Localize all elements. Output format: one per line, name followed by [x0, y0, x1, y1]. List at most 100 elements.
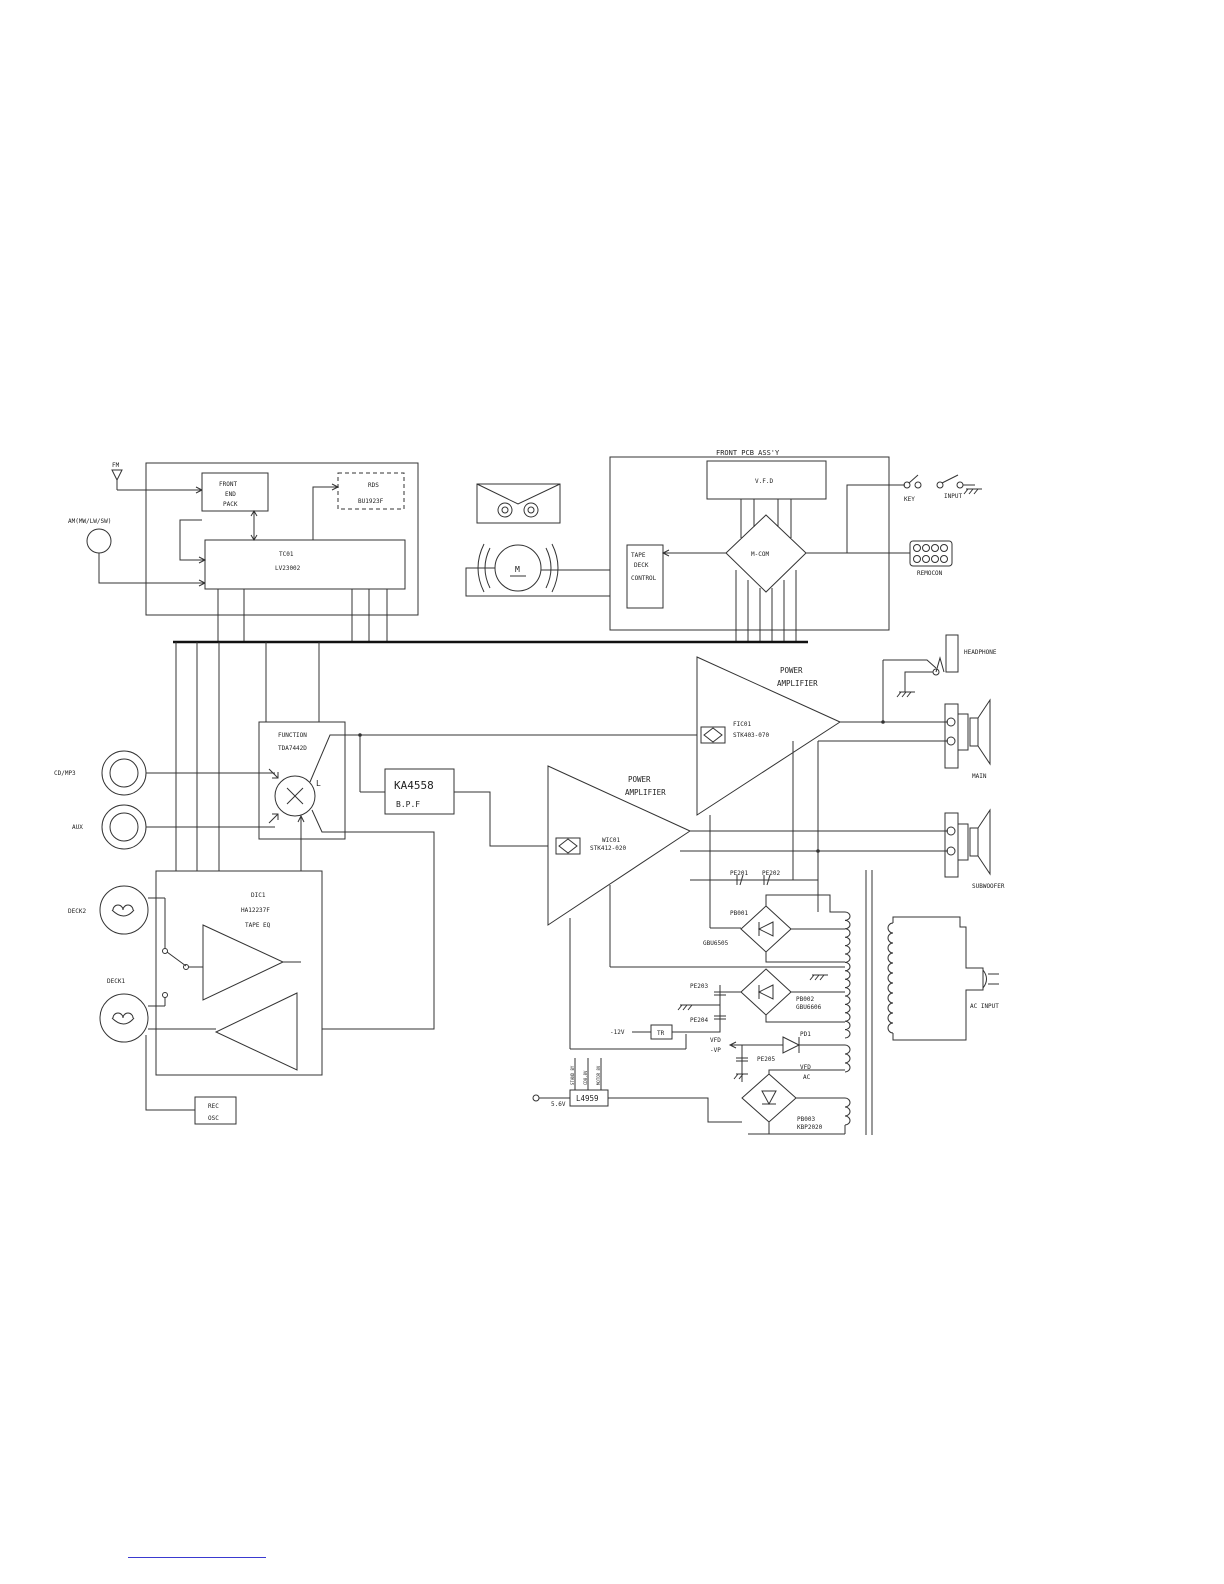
l4959-label: L4959 — [576, 1094, 599, 1103]
sub-amp-amplifier-label: AMPLIFIER — [625, 788, 666, 797]
subwoofer-label: SUBWOOFER — [972, 883, 1005, 890]
mixer-output-l-label: L — [316, 779, 321, 788]
remocon-label: REMOCON — [917, 570, 943, 577]
tuner-board — [145, 462, 419, 616]
tape-deck-control-block — [626, 544, 664, 609]
tape-eq-section: DIC1 HA12237F TAPE EQ — [155, 870, 323, 1076]
pb001-bridge-rectifier-icon — [740, 905, 792, 953]
main-power-amp-triangle — [696, 656, 842, 816]
power-supply-section: PE201 PE202 PB001 GBU6505 PB002 GBU6606 … — [532, 741, 999, 1135]
pb002-bridge-rectifier-icon — [740, 968, 792, 1016]
front-pcb-label: FRONT PCB ASS'Y — [716, 449, 780, 457]
l4959-standby-pin-label: STAND BY — [570, 1065, 575, 1085]
micom-label: M-COM — [751, 551, 769, 558]
vfd-ac-label-2: AC — [803, 1074, 811, 1081]
vfd-ac-label-1: VFD — [800, 1064, 811, 1071]
pb001-chip-label: GBU6505 — [703, 940, 729, 947]
am-label: AM(MW/LW/SW) — [68, 518, 111, 525]
deck1-label: DECK1 — [107, 978, 125, 985]
transformer-secondary-coils-icon — [748, 911, 851, 1135]
headphone-jack-icon — [932, 634, 959, 676]
main-power-amplifier: POWER AMPLIFIER FIC01 STK403-070 — [696, 656, 842, 816]
function-chip-label: TDA7442D — [278, 745, 307, 752]
ac-input-plug-icon — [975, 967, 999, 991]
headphone-label: HEADPHONE — [964, 649, 997, 656]
tr-label: TR — [657, 1030, 665, 1037]
ac-input-label: AC INPUT — [970, 1003, 999, 1010]
l4959-cd-pin-label: CD8.8V — [583, 1070, 588, 1085]
ka4558-bpf-block — [384, 768, 455, 815]
tape-deck-label-1: TAPE — [631, 552, 646, 559]
am-loop-antenna-icon — [86, 528, 112, 554]
tuner-section: FM AM(MW/LW/SW) FRONT END PACK RDS BU192… — [68, 462, 419, 641]
front-pcb-section: FRONT PCB ASS'Y V.F.D M-COM TAPE DECK CO… — [609, 449, 910, 641]
tape-eq-chip-label: HA12237F — [241, 907, 270, 914]
pe203-label: PE203 — [690, 983, 708, 990]
vfd-vp-label-1: VFD — [710, 1037, 721, 1044]
vfd-label: V.F.D — [755, 478, 773, 485]
main-amp-input-icon — [700, 726, 726, 744]
key-switch-icon — [903, 474, 922, 489]
tape-eq-ic-label: DIC1 — [251, 892, 266, 899]
deck2-head-icon — [99, 885, 149, 935]
ka4558-label: KA4558 — [394, 779, 434, 792]
rec-osc-label-2: OSC — [208, 1115, 219, 1122]
sub-amp-power-label: POWER — [628, 775, 651, 784]
input-switch-icon — [936, 474, 982, 495]
tuner-ic-label: TC01 — [279, 551, 294, 558]
v56-terminal-icon — [532, 1094, 540, 1102]
tape-deck-label-3: CONTROL — [631, 575, 657, 582]
playback-eq-amp-triangle — [202, 924, 285, 1001]
cd-mp3-jack-icon — [101, 750, 147, 796]
pb002-label: PB002 — [796, 996, 814, 1003]
v56-label: 5.6V — [551, 1101, 566, 1108]
mixer-symbol-icon — [274, 775, 316, 817]
tuner-chip-label: LV23002 — [275, 565, 301, 572]
pe202-label: PE202 — [762, 870, 780, 877]
pe201-label: PE201 — [730, 870, 748, 877]
remocon-receiver-icon — [909, 540, 953, 567]
fic01-chip-label: STK403-070 — [733, 732, 770, 739]
pb003-bridge-rectifier-icon — [741, 1073, 797, 1123]
wic01-chip-label: STK412-020 — [590, 845, 627, 852]
subwoofer-speaker-icon — [944, 808, 991, 878]
minus12v-label: -12V — [610, 1029, 625, 1036]
main-speaker-label: MAIN — [972, 773, 987, 780]
tape-motor-icon: M — [465, 543, 627, 597]
tuner-ic-block — [204, 539, 406, 590]
deck1-head-icon — [99, 993, 149, 1043]
deck2-label: DECK2 — [68, 908, 86, 915]
front-end-label-1: FRONT — [219, 481, 237, 488]
pb003-chip-label: KBP2020 — [797, 1124, 823, 1131]
footer-link-underline[interactable] — [128, 1557, 266, 1558]
rds-chip-label: BU1923F — [358, 498, 384, 505]
sub-power-amp-triangle — [547, 765, 692, 926]
front-end-label-3: PACK — [223, 501, 238, 508]
rds-block — [337, 472, 405, 510]
wic01-label: WIC01 — [602, 837, 620, 844]
pe205-label: PE205 — [757, 1056, 775, 1063]
function-selector-section: FUNCTION TDA7442D L — [258, 721, 435, 1030]
front-end-label-2: END — [225, 491, 236, 498]
subwoofer-power-amplifier: POWER AMPLIFIER WIC01 STK412-020 — [547, 765, 692, 926]
function-label: FUNCTION — [278, 732, 307, 739]
pe204-label: PE204 — [690, 1017, 708, 1024]
pb003-label: PB003 — [797, 1116, 815, 1123]
aux-jack-icon — [101, 804, 147, 850]
pb001-label: PB001 — [730, 910, 748, 917]
vfd-block — [706, 460, 827, 500]
rec-osc-label-1: REC — [208, 1103, 219, 1110]
fic01-label: FIC01 — [733, 721, 751, 728]
tape-eq-label: TAPE EQ — [245, 922, 271, 929]
key-label: KEY — [904, 496, 915, 503]
transformer-primary-coil-icon — [887, 922, 894, 1034]
sub-amp-input-icon — [555, 837, 581, 855]
front-end-pack-block — [201, 472, 269, 512]
cd-mp3-label: CD/MP3 — [54, 770, 76, 777]
function-selector-block — [258, 721, 346, 840]
motor-label: M — [515, 565, 520, 574]
rds-label: RDS — [368, 482, 379, 489]
bpf-label: B.P.F — [396, 800, 420, 809]
pd1-diode-icon — [782, 1036, 801, 1054]
